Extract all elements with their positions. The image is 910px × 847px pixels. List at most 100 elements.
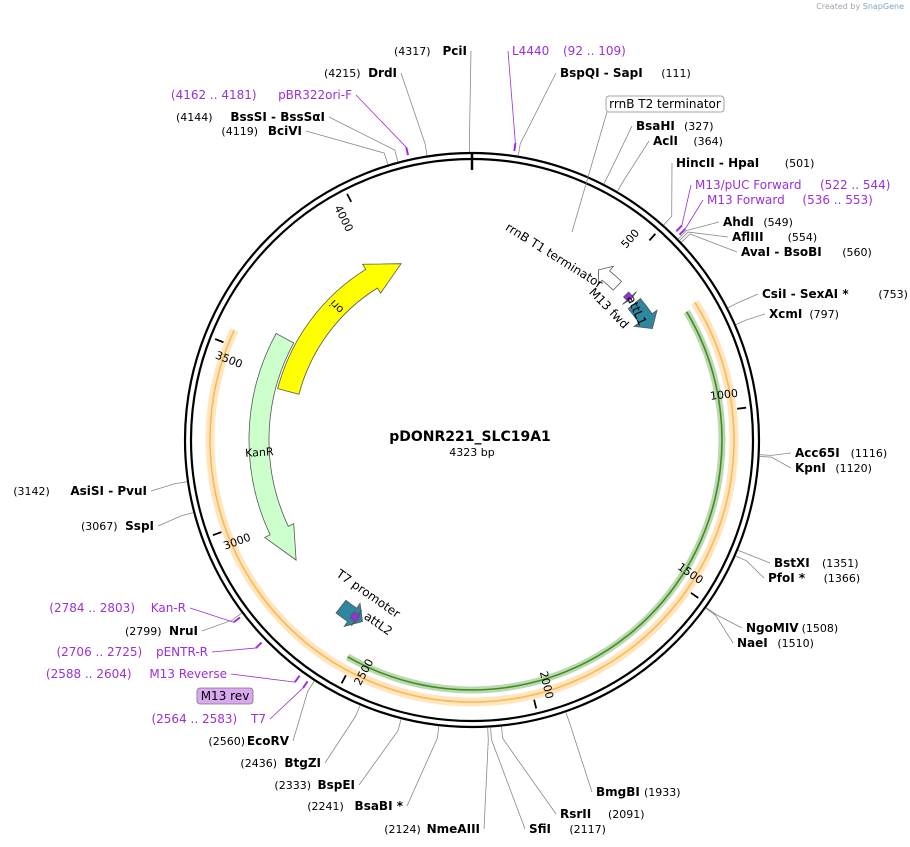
feature-ori xyxy=(277,263,402,395)
primer-name-2: M13/pUC Forward xyxy=(695,178,802,192)
tick-label-2000: 2000 xyxy=(537,670,556,700)
site-name-27: NruI xyxy=(169,624,198,638)
site-name-9: AflIII xyxy=(732,230,764,244)
primer-leader-5 xyxy=(211,647,256,653)
site-name-5: BsaHI xyxy=(636,119,675,133)
primer-name-7: T7 xyxy=(250,712,266,726)
site-name-11: CsiI - SexAI * xyxy=(762,287,849,301)
label-kanr: KanR xyxy=(245,445,274,460)
m13-rev-label: M13 rev xyxy=(201,689,250,703)
primer-leader-4 xyxy=(189,607,234,623)
site-leader-6 xyxy=(617,140,650,192)
site-layer: PciI(4317)DrdI(4215)BssSI - BssSαI(4144)… xyxy=(13,44,908,836)
site-pos-27: (2799) xyxy=(125,625,162,638)
primer-mark-7 xyxy=(302,680,309,689)
m13-rev-box xyxy=(196,687,254,705)
tick-label-500: 500 xyxy=(618,227,642,251)
site-leader-0 xyxy=(468,50,472,153)
site-leader-26 xyxy=(292,680,315,742)
site-name-18: NaeI xyxy=(737,636,768,650)
plasmid-size: 4323 bp xyxy=(449,446,494,459)
site-pos-22: (2124) xyxy=(384,823,421,836)
site-pos-17: (1508) xyxy=(802,622,839,635)
site-pos-13: (1116) xyxy=(851,447,888,460)
site-leader-29 xyxy=(150,481,188,492)
rrnb-t2-label: rrnB T2 terminator xyxy=(609,97,721,111)
site-pos-14: (1120) xyxy=(835,462,872,475)
inner-label-1: M13 fwd xyxy=(586,285,631,331)
site-pos-21: (2117) xyxy=(569,823,606,836)
tick-mark-3500 xyxy=(214,338,224,344)
site-leader-1 xyxy=(400,72,428,156)
site-name-22: NmeAIII xyxy=(427,822,480,836)
site-leader-24 xyxy=(358,718,402,786)
feature-rrnb-t1-terminator xyxy=(597,265,623,291)
site-name-16: PfoI * xyxy=(768,571,806,585)
site-leader-16 xyxy=(735,555,765,579)
feature-t7-promoter xyxy=(349,609,363,627)
primer-pos-6: (2588 .. 2604) xyxy=(46,667,132,681)
site-leader-4 xyxy=(517,72,557,156)
site-name-8: AhdI xyxy=(723,215,754,229)
primer-leader-0 xyxy=(507,50,516,144)
site-name-26: EcoRV xyxy=(247,734,290,748)
insert-orange-arc xyxy=(209,301,735,703)
site-pos-9: (554) xyxy=(788,231,818,244)
primer-name-4: Kan-R xyxy=(151,601,186,615)
site-leader-21 xyxy=(490,727,526,830)
site-name-20: RsrII xyxy=(560,807,591,821)
primer-name-1: pBR322ori-F xyxy=(278,88,352,102)
site-name-3: BciVI xyxy=(268,124,302,138)
site-pos-12: (797) xyxy=(809,308,839,321)
tick-mark-500 xyxy=(648,233,657,242)
site-name-13: Acc65I xyxy=(795,446,840,460)
primer-mark-2 xyxy=(675,224,683,233)
site-pos-5: (327) xyxy=(684,120,714,133)
site-leader-23 xyxy=(406,726,440,807)
site-name-6: AclI xyxy=(653,134,678,148)
site-pos-6: (364) xyxy=(693,135,723,148)
site-name-10: AvaI - BsoBI xyxy=(741,245,822,259)
tick-mark-4000 xyxy=(346,193,353,203)
primer-pos-3: (536 .. 553) xyxy=(802,193,872,207)
plasmid-name: pDONR221_SLC19A1 xyxy=(389,429,551,445)
site-leader-9 xyxy=(679,231,729,241)
site-leader-7 xyxy=(663,162,673,226)
primer-leader-1 xyxy=(355,94,407,148)
site-pos-23: (2241) xyxy=(307,800,344,813)
site-pos-8: (549) xyxy=(763,216,793,229)
primer-mark-3 xyxy=(678,228,686,236)
primer-name-3: M13 Forward xyxy=(707,193,785,207)
primer-name-5: pENTR-R xyxy=(156,645,208,659)
site-name-28: SspI xyxy=(125,519,154,533)
site-leader-5 xyxy=(603,125,633,185)
tick-mark-2500 xyxy=(340,674,347,684)
rrnb-t2-box xyxy=(605,95,725,113)
primer-leader-6 xyxy=(230,673,295,683)
site-name-2: BssSI - BssSαI xyxy=(230,110,325,124)
site-leader-20 xyxy=(501,726,557,815)
site-name-15: BstXI xyxy=(774,556,810,570)
primer-pos-4: (2784 .. 2803) xyxy=(49,601,135,615)
tick-mark-1500 xyxy=(690,592,699,599)
site-pos-28: (3067) xyxy=(81,520,118,533)
site-leader-11 xyxy=(727,293,759,309)
primer-mark-0 xyxy=(513,143,517,152)
site-pos-4: (111) xyxy=(661,67,691,80)
site-pos-3: (4119) xyxy=(221,125,258,138)
site-name-19: BmgBI xyxy=(596,785,640,799)
site-leader-14 xyxy=(759,456,792,469)
site-pos-16: (1366) xyxy=(824,572,861,585)
site-pos-2: (4144) xyxy=(176,111,213,124)
snapgene-logo-text: SnapGene xyxy=(862,2,904,11)
site-leader-2 xyxy=(328,116,399,162)
site-pos-11: (753) xyxy=(878,288,908,301)
rrnb-t2-leader xyxy=(571,111,608,233)
site-pos-0: (4317) xyxy=(394,45,431,58)
site-leader-12 xyxy=(735,313,766,325)
feature-m13-fwd xyxy=(622,291,637,305)
site-leader-18 xyxy=(705,607,734,644)
site-pos-24: (2333) xyxy=(274,779,311,792)
